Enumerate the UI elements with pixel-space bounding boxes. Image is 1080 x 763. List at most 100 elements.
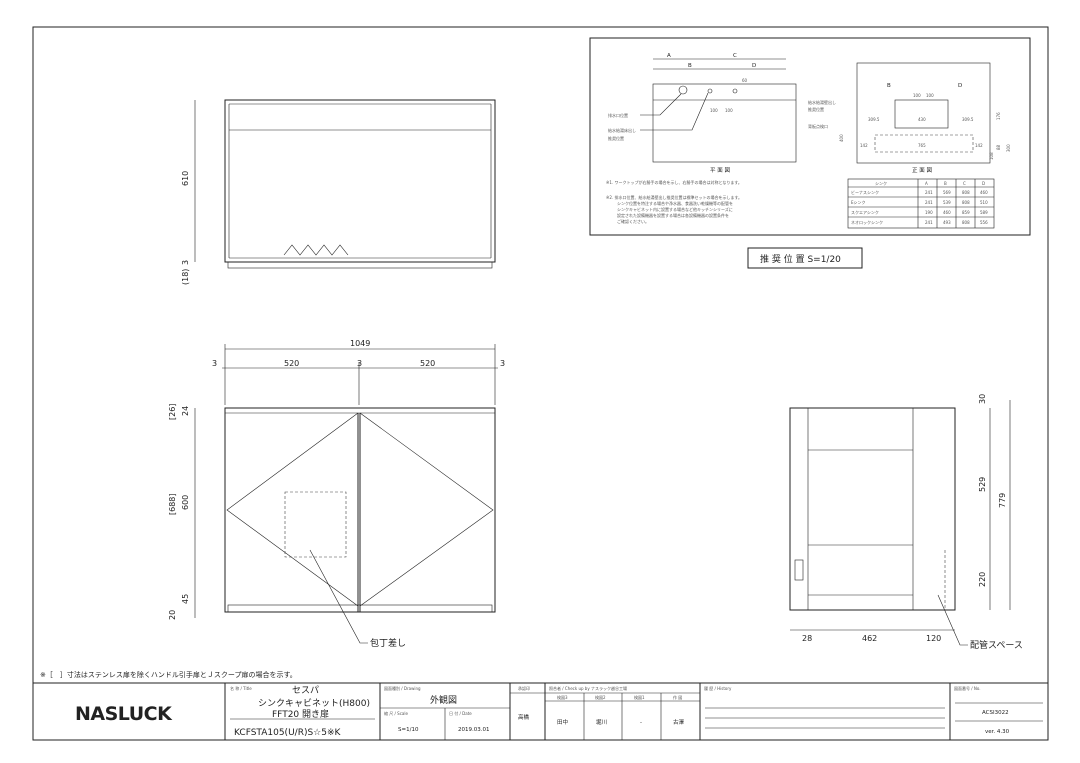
- label: 176: [996, 112, 1001, 120]
- label: 30: [978, 394, 987, 404]
- label: B: [944, 181, 947, 186]
- label: 60: [742, 78, 748, 83]
- side-view: 配管スペース 30 529 220 779 28 462 120: [789, 394, 1023, 651]
- label: 779: [998, 493, 1007, 508]
- sink-name: ネオロックシンク: [851, 219, 883, 225]
- label: ※2. 排水口位置、給水給湯壁出し推奨位置は標準セットの場合を示します。: [606, 194, 742, 200]
- label: 462: [862, 634, 877, 643]
- label: 300: [1006, 144, 1011, 152]
- drawing-line: [283, 244, 349, 256]
- label: 100: [725, 108, 733, 113]
- table-cell: 808: [962, 220, 970, 225]
- drawing-line: [227, 261, 493, 269]
- label: B: [887, 83, 891, 89]
- sink-name: スクエアシンク: [851, 209, 879, 215]
- table-cell: 589: [980, 210, 988, 215]
- drawing-line: [224, 99, 496, 263]
- label: D: [752, 63, 756, 69]
- sink-name: ビーナスシンク: [851, 189, 879, 195]
- top-view: 610 3 (18): [181, 99, 496, 285]
- drawing-line: [707, 88, 713, 94]
- label: 正 面 図: [912, 167, 932, 174]
- dim-3: 3: [181, 260, 190, 265]
- label: 88: [996, 144, 1001, 150]
- label: シンクキャビネット(H800): [258, 698, 370, 709]
- label: 309.5: [868, 117, 880, 122]
- label: [688]: [168, 493, 177, 515]
- sheet-border: [32, 26, 1049, 741]
- table-cell: 808: [962, 200, 970, 205]
- label: 400: [839, 134, 844, 142]
- label: 142: [860, 143, 868, 148]
- table-cell: 460: [943, 210, 951, 215]
- drawing-line: [589, 37, 1031, 236]
- label: セスパ: [292, 685, 319, 696]
- label: 検図2: [595, 694, 606, 700]
- label: 承認印: [518, 685, 530, 691]
- label: 名 称 / Title: [230, 685, 252, 691]
- drawing-line: [284, 491, 347, 558]
- label: 529: [978, 477, 987, 492]
- label: 履 歴 / History: [704, 685, 732, 691]
- label: ver. 4.30: [985, 729, 1010, 735]
- label: 縮 尺 / Scale: [384, 710, 408, 716]
- dim-18: (18): [181, 269, 190, 285]
- drawing-line: [227, 604, 493, 613]
- label: シンクキャビネット内に設置する場合など他キッチンシリーズに: [617, 206, 733, 212]
- label: 作 図: [673, 694, 682, 700]
- label: 検図3: [557, 694, 568, 700]
- drawing-line: [856, 62, 991, 164]
- label: -: [640, 720, 642, 726]
- label: 430: [918, 117, 926, 122]
- label: 100: [913, 93, 921, 98]
- pipe-space-label: 配管スペース: [970, 639, 1023, 651]
- label: 108: [989, 152, 994, 160]
- label: 図面番号 / No.: [954, 685, 981, 691]
- label: ご確認ください。: [617, 218, 649, 224]
- drawing-line: [640, 92, 709, 131]
- label: 検図1: [634, 694, 645, 700]
- drawing-line: [789, 407, 956, 611]
- label: 20: [168, 610, 177, 620]
- drawing-line: [794, 559, 804, 581]
- label: 520: [420, 359, 435, 368]
- label: C: [963, 181, 966, 186]
- label: ※1. ワークトップが右勝手の場合を示し、右勝手の場合は対称となります。: [606, 179, 742, 185]
- drawing-line: [937, 594, 968, 646]
- label: FFT20 開き扉: [272, 708, 329, 720]
- drawing-line: [678, 85, 688, 95]
- drawing-line: [640, 93, 682, 116]
- table-cell: 460: [980, 190, 988, 195]
- table-cell: 808: [962, 190, 970, 195]
- label: A: [667, 53, 671, 59]
- label: 図面種別 / Drawing: [384, 685, 421, 691]
- width-dimensions: 1049 3 520 3 520 3: [212, 339, 505, 405]
- drawing-line: [652, 83, 797, 163]
- table-cell: 241: [925, 190, 933, 195]
- label: 高橋: [518, 713, 530, 721]
- drawing-line: [732, 88, 738, 94]
- label: 45: [181, 594, 190, 604]
- label: 3: [212, 359, 217, 368]
- nasluck-logo: NASLUCK: [75, 703, 173, 725]
- label: S=1/10: [398, 727, 419, 733]
- label: 排水口位置: [608, 112, 628, 118]
- label: 推奨位置: [808, 106, 824, 112]
- label: 600: [181, 495, 190, 510]
- table-cell: 556: [980, 220, 988, 225]
- label: 765: [918, 143, 926, 148]
- front-view: 包丁差し [26] 24 [688] 600 45 20: [168, 404, 496, 649]
- label: B: [688, 63, 692, 69]
- label: 100: [710, 108, 718, 113]
- label: 309.5: [962, 117, 974, 122]
- label: 142: [975, 143, 983, 148]
- label: 照合者 / Check up by ナスラック越谷工場: [549, 685, 627, 691]
- scale-label-box: [747, 247, 863, 269]
- label: 給水給湯壁出し: [808, 99, 836, 105]
- label: 設定された設備機器を設置する場合は各設備機器の設置条件を: [617, 212, 729, 218]
- table-cell: 539: [943, 200, 951, 205]
- label: 3: [500, 359, 505, 368]
